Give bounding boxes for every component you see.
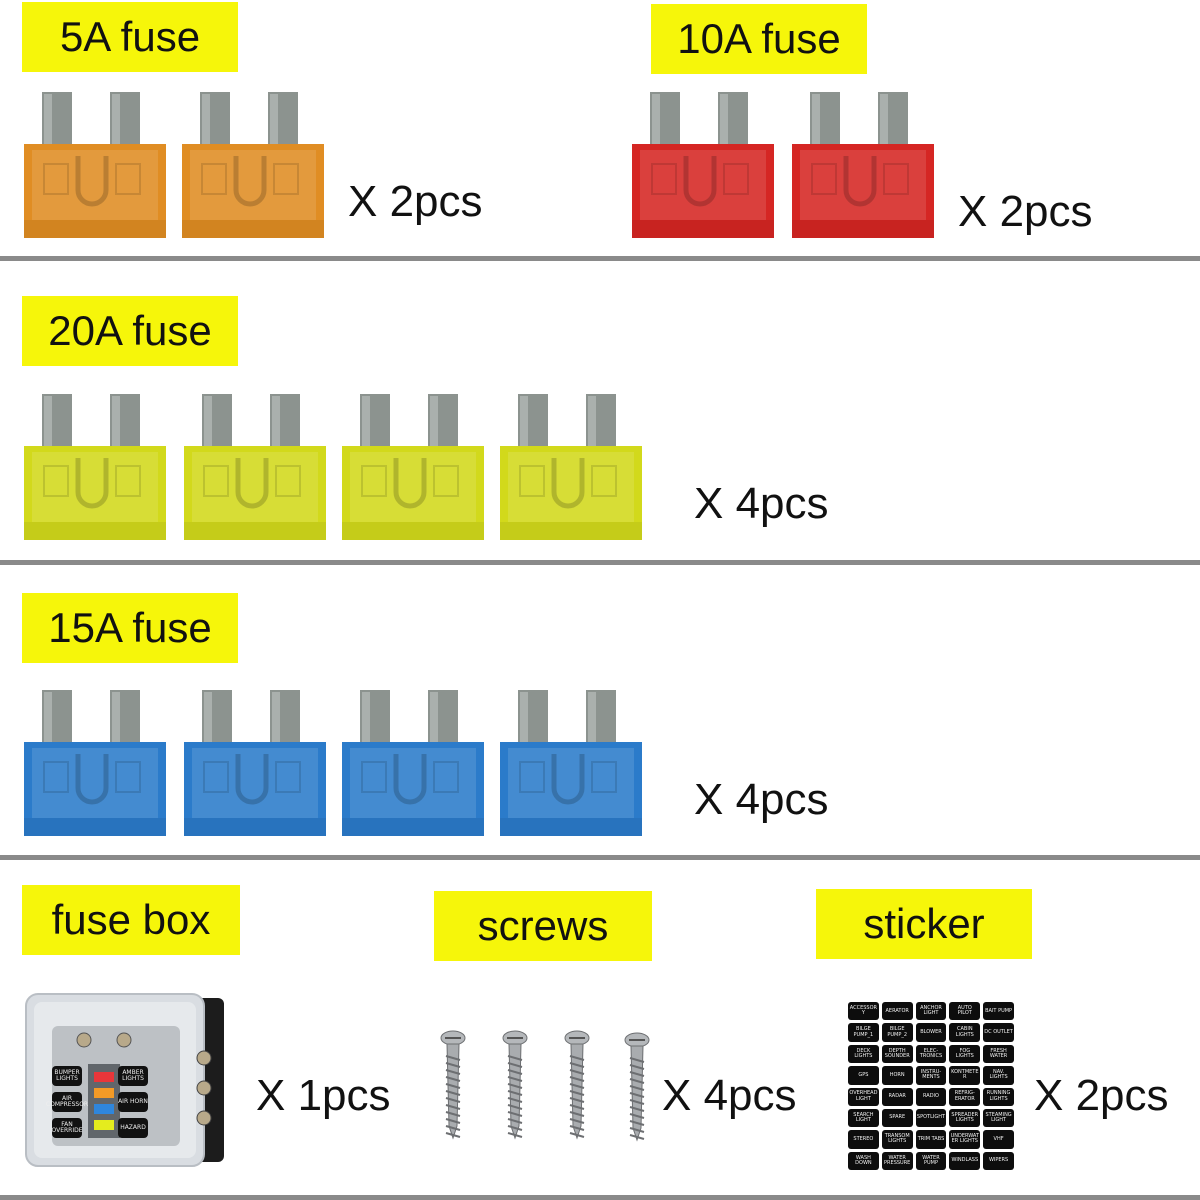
sticker-label: WATER PUMP bbox=[915, 1151, 947, 1170]
sticker-label: DEPTH SOUNDER bbox=[881, 1044, 913, 1064]
sticker-label: SPOTLIGHT bbox=[915, 1108, 947, 1128]
fuse-box-slot-label: AMBER LIGHTS bbox=[118, 1066, 148, 1086]
sticker-label: SPREADER LIGHTS bbox=[949, 1108, 981, 1128]
sticker-label: KONTMETER bbox=[949, 1066, 981, 1085]
sticker-label: BILGE PUMP_2 bbox=[881, 1023, 913, 1042]
section-divider bbox=[0, 256, 1200, 261]
sticker-label: CABIN LIGHTS bbox=[949, 1023, 981, 1042]
sticker-label: NAV. LIGHTS bbox=[983, 1066, 1014, 1085]
sticker-label: DECK LIGHTS bbox=[848, 1044, 879, 1064]
sticker-label: RADIO bbox=[915, 1087, 947, 1106]
label-screws: screws bbox=[434, 891, 652, 961]
label-fuse-box: fuse box bbox=[22, 885, 240, 955]
sticker-label: BILGE PUMP_1 bbox=[848, 1023, 879, 1042]
qty-screws: X 4pcs bbox=[662, 1071, 797, 1120]
sticker-label: REFRIG-ERATOR bbox=[949, 1087, 981, 1106]
sticker-label: INSTRU-MENTS bbox=[915, 1066, 947, 1085]
sticker-label: WINDLASS bbox=[949, 1151, 981, 1170]
fuse-box-image: BUMPER LIGHTS AMBER LIGHTS AIR COMPRESSO… bbox=[24, 992, 226, 1170]
label-10a-fuse: 10A fuse bbox=[651, 4, 867, 74]
label-5a-fuse: 5A fuse bbox=[22, 2, 238, 72]
fuse-15a bbox=[498, 686, 644, 838]
fuse-illustration bbox=[792, 92, 934, 238]
qty-15a: X 4pcs bbox=[694, 775, 829, 824]
section-divider bbox=[0, 560, 1200, 565]
fuse-box-slot-label: HAZARD bbox=[118, 1118, 148, 1138]
screw bbox=[624, 1032, 650, 1142]
sticker-label: UNDERWATER LIGHTS bbox=[949, 1130, 981, 1149]
sticker-label: STEAMING LIGHT bbox=[983, 1108, 1014, 1128]
fuse-10a bbox=[790, 88, 936, 240]
sticker-label: BLOWER bbox=[915, 1023, 947, 1042]
sticker-label: ACCESSORY bbox=[848, 1002, 879, 1021]
fuse-box-slot-label: AIR COMPRESSOR bbox=[46, 1092, 88, 1112]
fuse-illustration bbox=[184, 690, 326, 836]
sticker-label: BAIT PUMP bbox=[983, 1002, 1014, 1021]
sticker-label: WASH DOWN bbox=[848, 1151, 879, 1170]
fuse-box-slot-label: FAN OVERRIDE bbox=[51, 1118, 83, 1138]
fuse-10a bbox=[630, 88, 776, 240]
fuse-illustration bbox=[24, 690, 166, 836]
fuse-illustration bbox=[342, 690, 484, 836]
fuse-box-slot-label: AIR HORN bbox=[118, 1092, 148, 1112]
section-divider bbox=[0, 855, 1200, 860]
sticker-label: HORN bbox=[881, 1066, 913, 1085]
sticker-label: DC OUTLET bbox=[983, 1023, 1014, 1042]
fuse-15a bbox=[182, 686, 328, 838]
fuse-illustration bbox=[500, 394, 642, 540]
sticker-label: RADAR bbox=[881, 1087, 913, 1106]
fuse-20a bbox=[498, 390, 644, 542]
fuse-illustration bbox=[24, 92, 166, 238]
screw bbox=[440, 1030, 466, 1140]
fuse-illustration bbox=[184, 394, 326, 540]
qty-5a: X 2pcs bbox=[348, 177, 483, 226]
fuse-15a bbox=[340, 686, 486, 838]
sticker-label: OVERHEAD LIGHT bbox=[848, 1087, 879, 1106]
fuse-illustration bbox=[500, 690, 642, 836]
sticker-label: WIPERS bbox=[983, 1151, 1014, 1170]
fuse-box-slot-label: BUMPER LIGHTS bbox=[52, 1066, 82, 1086]
fuse-20a bbox=[340, 390, 486, 542]
screw-illustration bbox=[502, 1030, 528, 1140]
sticker-label: ANCHOR LIGHT bbox=[915, 1002, 947, 1021]
screw bbox=[502, 1030, 528, 1140]
sticker-label: GPS bbox=[848, 1066, 879, 1085]
screw-illustration bbox=[440, 1030, 466, 1140]
sticker-label: STEREO bbox=[848, 1130, 879, 1149]
sticker-label: SEARCH LIGHT bbox=[848, 1108, 879, 1128]
screw-illustration bbox=[624, 1032, 650, 1142]
sticker-label: VHF bbox=[983, 1130, 1014, 1149]
fuse-15a bbox=[22, 686, 168, 838]
fuse-20a bbox=[182, 390, 328, 542]
sticker-label: FRESH WATER bbox=[983, 1044, 1014, 1064]
screw bbox=[564, 1030, 590, 1140]
fuse-5a bbox=[180, 88, 326, 240]
sticker-label: TRIM TABS bbox=[915, 1130, 947, 1149]
sticker-label: AERATOR bbox=[881, 1002, 913, 1021]
qty-20a: X 4pcs bbox=[694, 479, 829, 528]
sticker-label: FOG LIGHTS bbox=[949, 1044, 981, 1064]
label-sticker: sticker bbox=[816, 889, 1032, 959]
sticker-label: RUNNING LIGHTS bbox=[983, 1087, 1014, 1106]
sticker-label: WATER PRESSURE bbox=[881, 1151, 913, 1170]
label-15a-fuse: 15A fuse bbox=[22, 593, 238, 663]
screw-illustration bbox=[564, 1030, 590, 1140]
fuse-illustration bbox=[182, 92, 324, 238]
section-divider bbox=[0, 1195, 1200, 1200]
fuse-illustration bbox=[342, 394, 484, 540]
sticker-label: ELEC-TRONICS bbox=[915, 1044, 947, 1064]
sticker-label: SPARE bbox=[881, 1108, 913, 1128]
fuse-20a bbox=[22, 390, 168, 542]
qty-sticker: X 2pcs bbox=[1034, 1071, 1169, 1120]
sticker-label: TRANSOM LIGHTS bbox=[881, 1130, 913, 1149]
fuse-illustration bbox=[632, 92, 774, 238]
fuse-5a bbox=[22, 88, 168, 240]
label-20a-fuse: 20A fuse bbox=[22, 296, 238, 366]
qty-10a: X 2pcs bbox=[958, 187, 1093, 236]
fuse-illustration bbox=[24, 394, 166, 540]
sticker-label: AUTO PILOT bbox=[949, 1002, 981, 1021]
qty-fuse-box: X 1pcs bbox=[256, 1071, 391, 1120]
